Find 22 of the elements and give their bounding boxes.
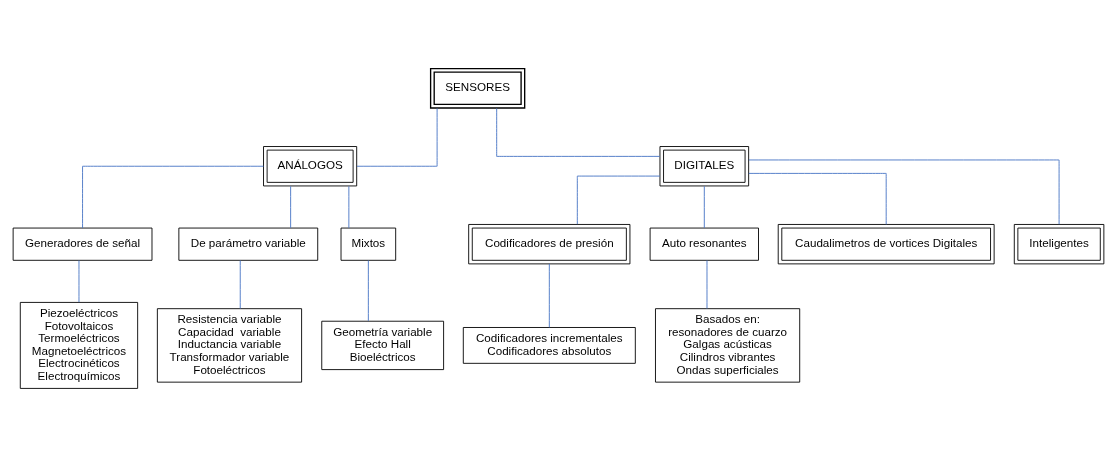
- node-box: De parámetro variable: [178, 227, 319, 261]
- connector: [82, 165, 264, 229]
- connector: [290, 185, 292, 229]
- connector: [548, 263, 550, 328]
- connector: [748, 172, 887, 225]
- node-box: Geometría variable Efecto Hall Bioeléctricos: [321, 320, 445, 371]
- connector: [348, 185, 350, 229]
- connector: [496, 107, 661, 157]
- node-box: Mixtos: [340, 227, 397, 261]
- connector: [576, 175, 661, 225]
- node-box: Codificadores incrementales Codificadores absolutos: [462, 327, 636, 364]
- connector: [78, 260, 80, 303]
- node-box: Resistencia variable Capacidad variable Inductancia variable Transformador variable Fotoeléctricos: [156, 308, 303, 383]
- connector: [367, 260, 369, 322]
- connector: [748, 159, 1060, 225]
- node-box: Basados en: resonadores de cuarzo Galgas acústicas Cilindros vibrantes Ondas superficiales: [655, 308, 801, 383]
- connector: [239, 260, 241, 310]
- node-box: Piezoeléctricos Fotovoltaicos Termoeléctricos Magnetoeléctricos Electrocinéticos Electroquímicos: [19, 301, 139, 389]
- node-box: Generadores de señal: [12, 227, 153, 261]
- connector: [703, 185, 705, 229]
- connector: [356, 107, 438, 167]
- node-box: Auto resonantes: [649, 227, 759, 261]
